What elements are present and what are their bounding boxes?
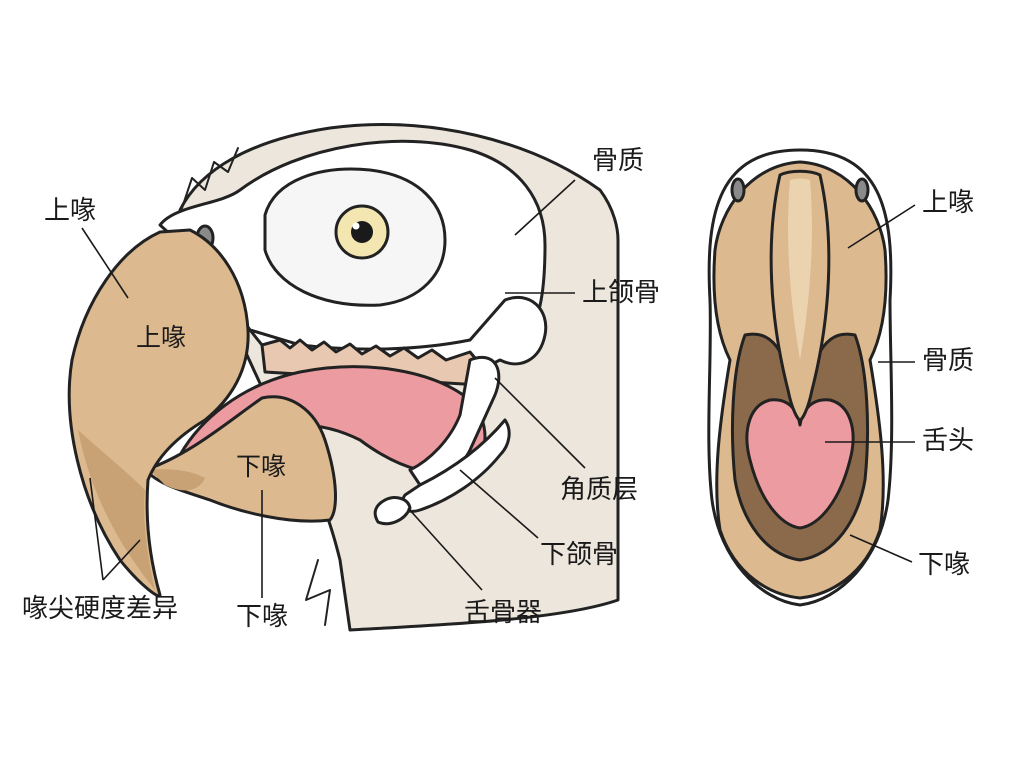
- front-nostril-right: [854, 177, 870, 203]
- label-side-maxilla: 上颌骨: [582, 278, 661, 308]
- front-nostril-left: [730, 177, 746, 203]
- label-side-bone: 骨质: [592, 146, 645, 176]
- side-leader-lines: [81, 179, 586, 598]
- lower-beak: [143, 395, 337, 523]
- eye-highlight: [352, 222, 360, 230]
- front-leader-lines: [825, 204, 916, 563]
- label-side-upper-beak-outer: 上喙: [44, 196, 97, 226]
- front-tongue: [745, 398, 855, 530]
- label-front-tongue: 舌头: [922, 426, 975, 456]
- label-side-lower-beak-inner: 下喙: [236, 452, 287, 481]
- label-side-mandible: 下颌骨: [540, 540, 619, 570]
- label-side-lower-beak-outer: 下喙: [236, 602, 289, 632]
- side-view: [67, 123, 620, 632]
- upper-beak-tip-shade: [78, 430, 155, 590]
- feather-tufts: [181, 147, 331, 626]
- lower-beak-shade: [150, 469, 205, 491]
- hyoid-tail: [373, 496, 412, 526]
- label-side-tip-hardness: 喙尖硬度差异: [22, 594, 179, 624]
- front-view: [707, 148, 894, 607]
- label-front-upper-beak: 上喙: [922, 188, 975, 218]
- label-side-upper-beak-inner: 上喙: [136, 323, 187, 352]
- front-upper-beak-ridge: [788, 178, 812, 360]
- label-front-bone: 骨质: [922, 346, 975, 376]
- label-side-hyoid: 舌骨器: [464, 598, 543, 628]
- label-front-lower-beak: 下喙: [918, 550, 971, 580]
- label-side-keratin-layer: 角质层: [560, 475, 639, 505]
